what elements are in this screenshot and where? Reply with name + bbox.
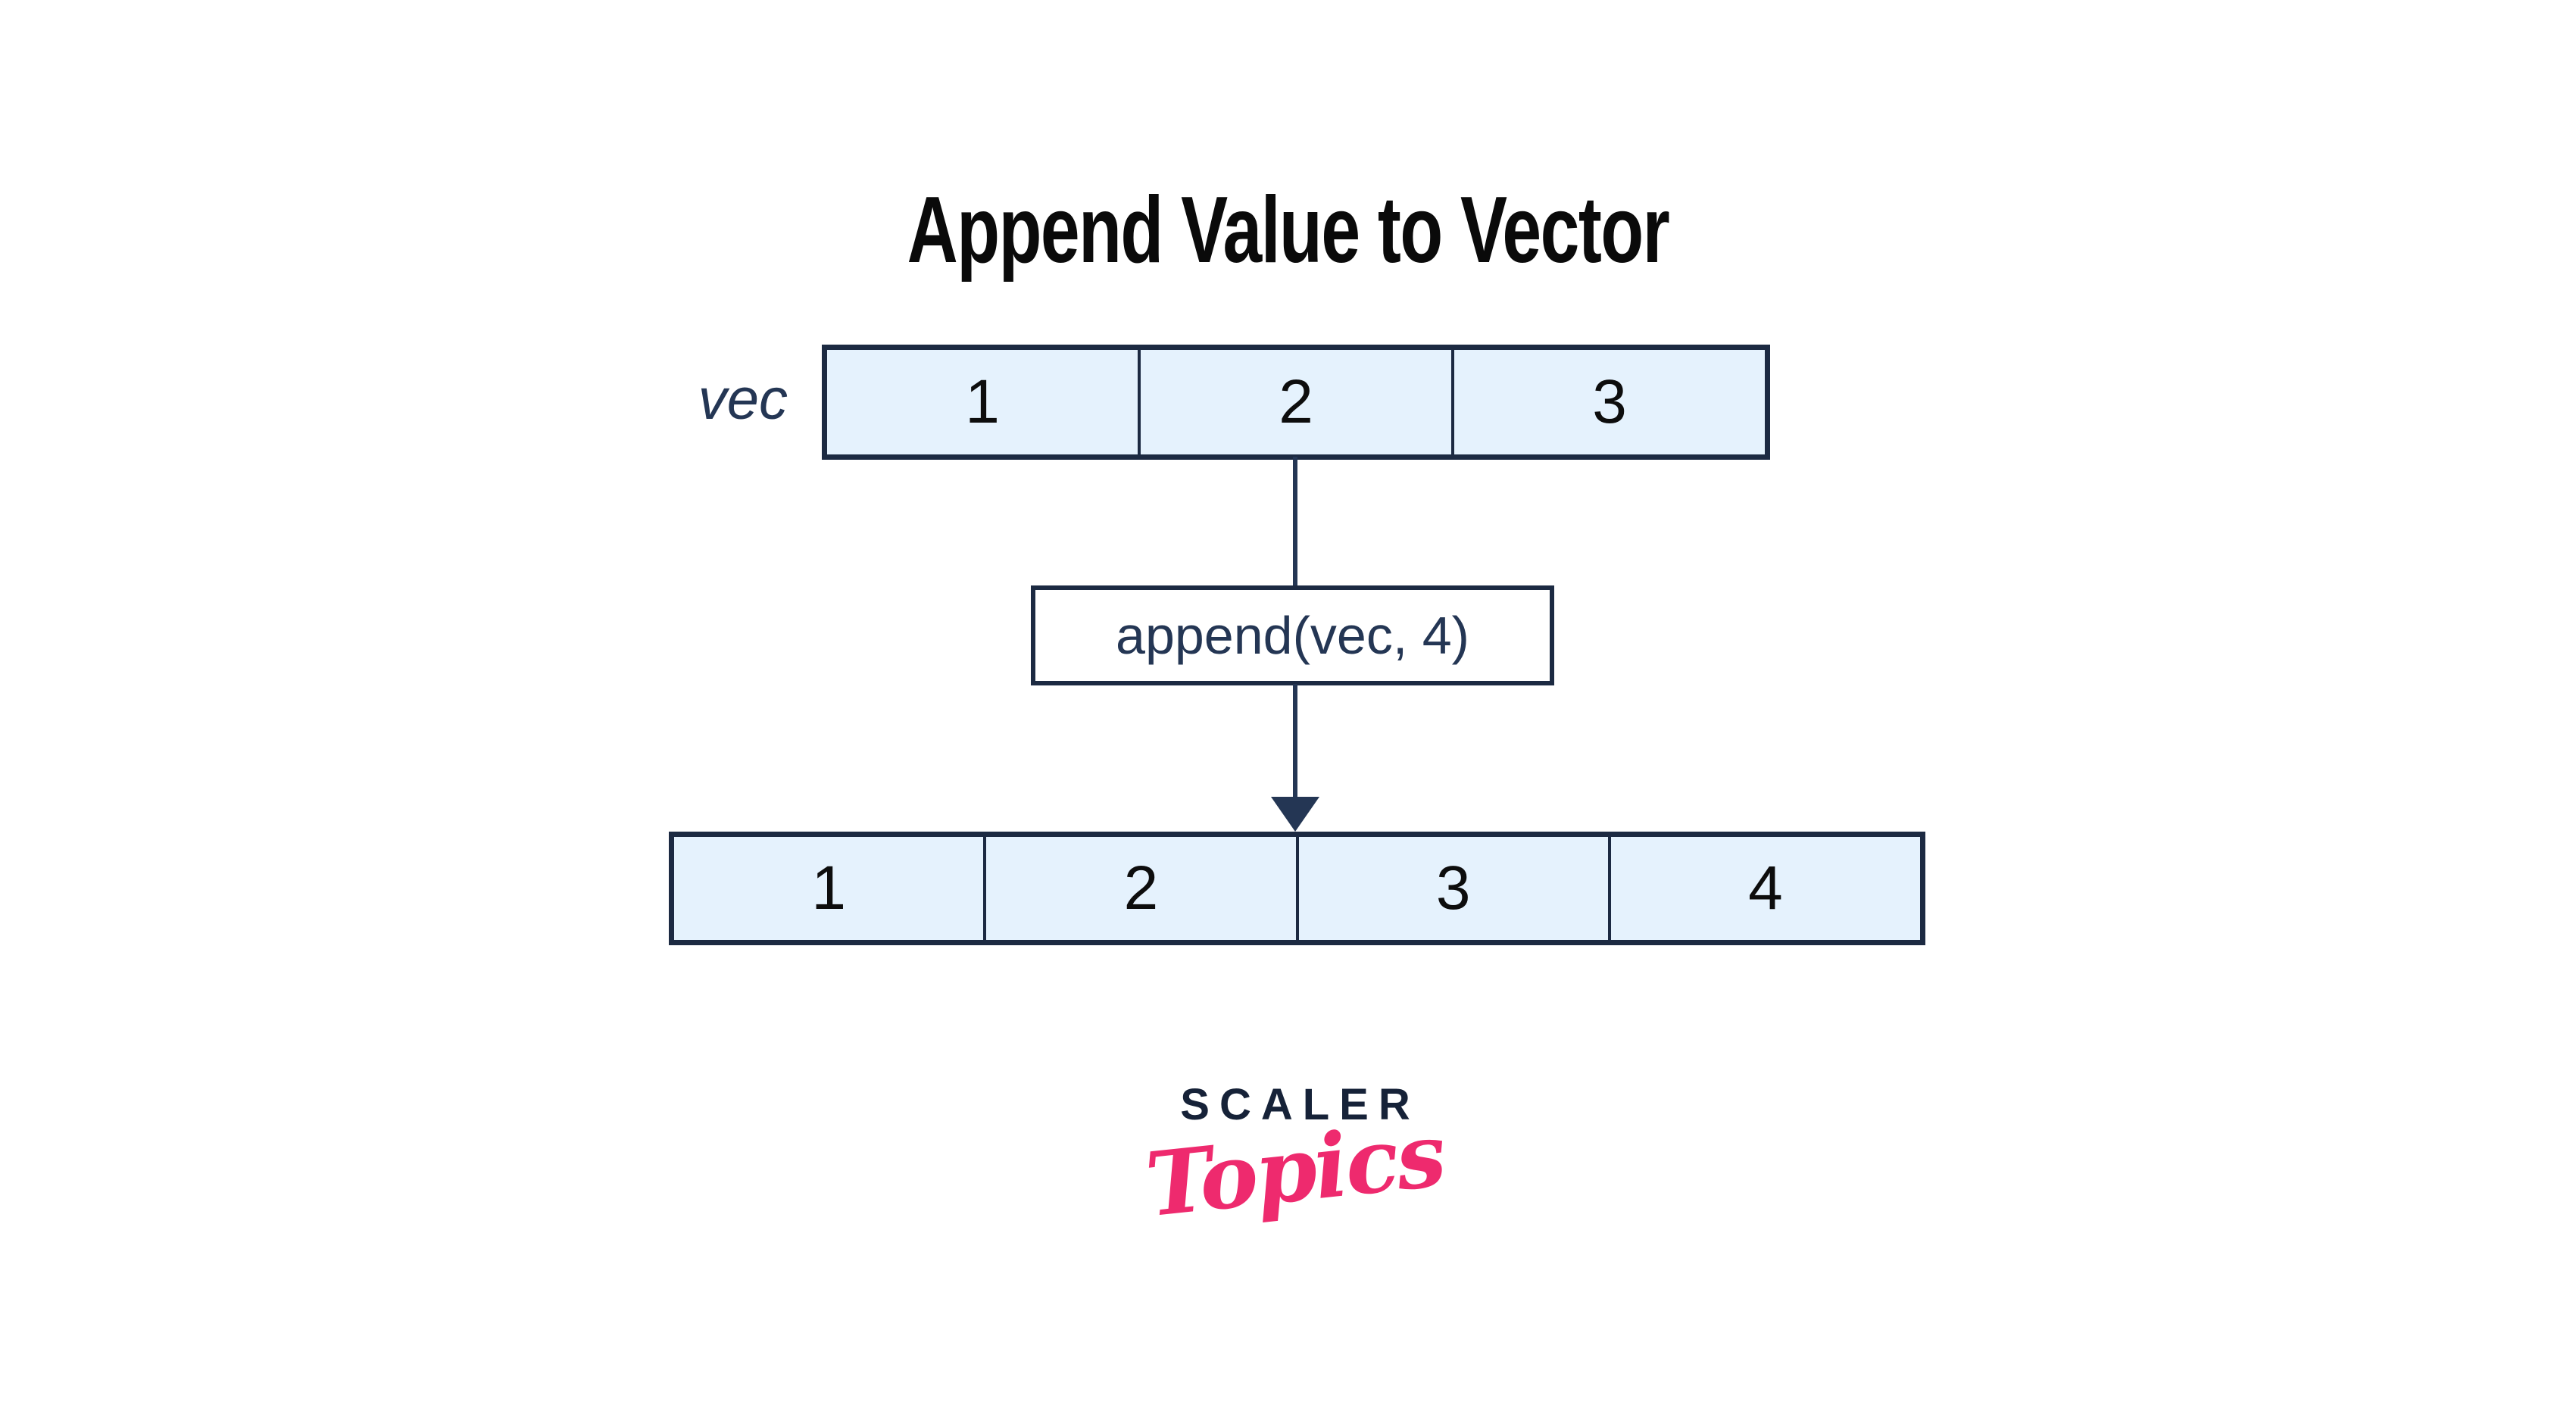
- vector-cell: 2: [1138, 350, 1451, 454]
- input-vector-label: vec: [698, 367, 788, 432]
- vector-cell: 3: [1295, 837, 1608, 940]
- vector-cell: 3: [1451, 350, 1765, 454]
- vector-cell: 1: [811, 854, 846, 923]
- page-title-text: Append Value to Vector: [907, 178, 1670, 283]
- vector-cell: 4: [1607, 837, 1920, 940]
- connector-line-top: [1293, 457, 1297, 587]
- scaler-topics-logo: SCALER Topics: [1068, 1080, 1522, 1238]
- arrow-down-icon: [1271, 797, 1319, 832]
- connector-line-bottom: [1293, 684, 1297, 804]
- page-title: Append Value to Vector: [0, 183, 2576, 277]
- output-vector: 1 2 3 4: [669, 832, 1925, 945]
- logo-brand-text: SCALER: [1180, 1080, 1420, 1129]
- vector-cell: 2: [983, 837, 1295, 940]
- append-operation-label: append(vec, 4): [1116, 606, 1469, 665]
- append-operation-box: append(vec, 4): [1031, 585, 1554, 685]
- input-vector: 1 2 3: [822, 345, 1770, 460]
- vector-cell: 1: [965, 367, 1000, 436]
